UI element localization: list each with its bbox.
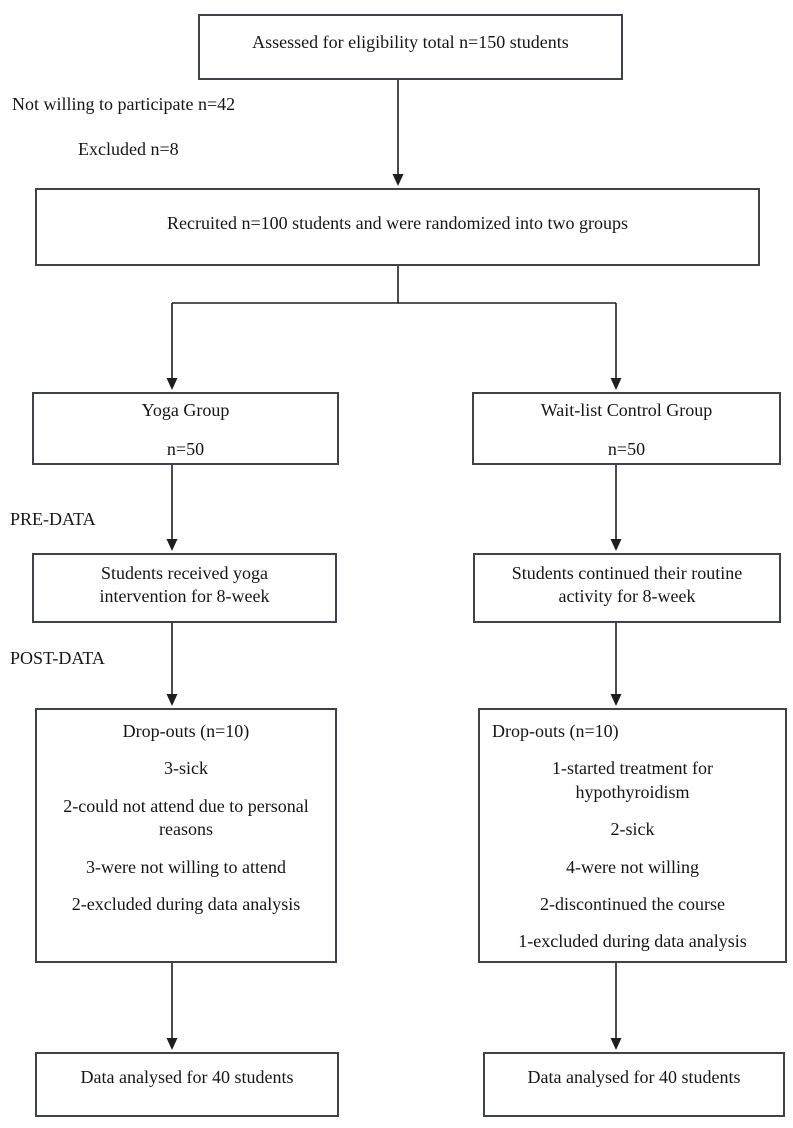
arrowhead-down-icon — [610, 378, 622, 390]
control-dropouts-heading: Drop-outs (n=10) — [492, 721, 619, 741]
arrowhead-down-icon — [166, 1038, 178, 1050]
arrowhead-down-icon — [610, 539, 622, 551]
arrowhead-down-icon — [166, 378, 178, 390]
control-dropout-item: 1-started treatment for hypothyroidism — [552, 758, 713, 802]
box-recruited-randomized: Recruited n=100 students and were random… — [35, 188, 760, 266]
control-dropout-item: 2-discontinued the course — [540, 893, 725, 914]
label-not-willing-to-participate: Not willing to participate n=42 — [12, 94, 236, 114]
label-post-data: POST-DATA — [10, 648, 105, 668]
box-assessed-eligibility: Assessed for eligibility total n=150 stu… — [198, 14, 623, 80]
arrowhead-down-icon — [610, 694, 622, 706]
control-group-n: n=50 — [607, 439, 646, 460]
arrowhead-down-icon — [166, 539, 178, 551]
control-group-name: Wait-list Control Group — [540, 400, 713, 420]
label-excluded: Excluded n=8 — [78, 139, 179, 159]
box-control-data-analysed: Data analysed for 40 students — [483, 1052, 785, 1117]
yoga-intervention-text: Students received yoga intervention for … — [99, 563, 270, 607]
box-yoga-intervention: Students received yoga intervention for … — [32, 553, 337, 623]
label-pre-data: PRE-DATA — [10, 509, 96, 529]
box-yoga-data-analysed: Data analysed for 40 students — [35, 1052, 339, 1117]
arrowhead-down-icon — [610, 1038, 622, 1050]
control-analysed-text: Data analysed for 40 students — [527, 1067, 741, 1087]
box-control-routine-activity: Students continued their routine activit… — [473, 553, 781, 623]
arrowhead-down-icon — [166, 694, 178, 706]
control-dropout-item: 1-excluded during data analysis — [518, 931, 747, 952]
yoga-analysed-text: Data analysed for 40 students — [80, 1067, 294, 1087]
assessed-eligibility-text: Assessed for eligibility total n=150 stu… — [252, 32, 569, 52]
box-waitlist-control-group: Wait-list Control Group n=50 — [472, 392, 781, 465]
yoga-dropouts-heading: Drop-outs (n=10) — [122, 721, 250, 741]
recruited-randomized-text: Recruited n=100 students and were random… — [166, 213, 629, 233]
control-activity-text: Students continued their routine activit… — [511, 563, 743, 607]
box-control-dropouts: Drop-outs (n=10) 1-started treatment for… — [478, 708, 787, 963]
yoga-dropout-item: 3-were not willing to attend — [86, 856, 286, 877]
yoga-group-n: n=50 — [166, 439, 205, 460]
yoga-group-name: Yoga Group — [141, 400, 230, 420]
yoga-dropout-item: 2-excluded during data analysis — [71, 893, 301, 914]
box-yoga-dropouts: Drop-outs (n=10) 3-sick 2-could not atte… — [35, 708, 337, 963]
yoga-dropout-item: 2-could not attend due to personal reaso… — [63, 795, 309, 840]
control-dropout-item: 4-were not willing — [566, 856, 699, 877]
arrowhead-down-icon — [392, 174, 404, 186]
yoga-dropout-item: 3-sick — [164, 758, 208, 779]
box-yoga-group: Yoga Group n=50 — [32, 392, 339, 465]
control-dropout-item: 2-sick — [610, 819, 655, 840]
